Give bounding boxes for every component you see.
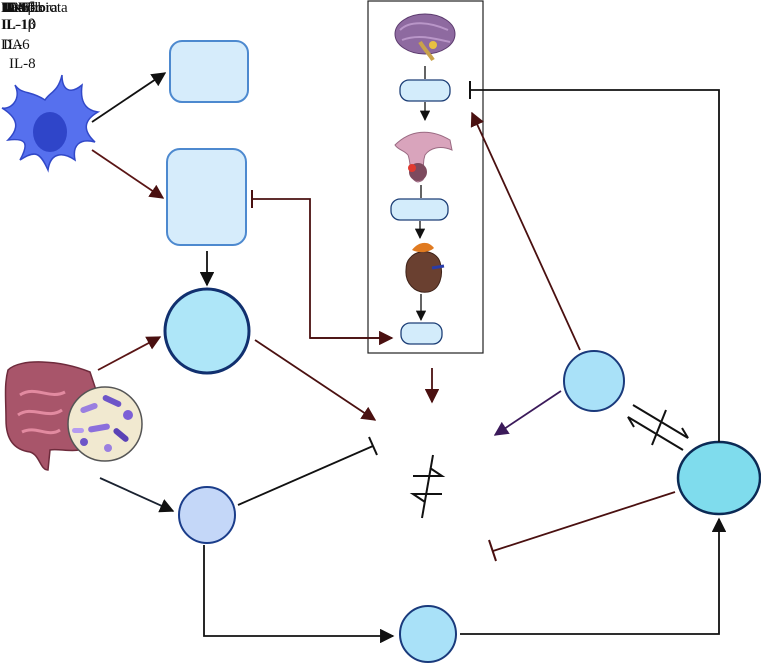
arrow-left-circle-to-bottom-circle [203, 545, 395, 644]
arrow-cell-to-mid-rect [91, 149, 165, 199]
label-il1b-top: IL-1β [1, 0, 36, 16]
adrenal-kidney-icon [405, 242, 445, 293]
node-right-circle [563, 350, 625, 412]
node-mid-rect [166, 148, 247, 246]
inhibit-bar-center-right [488, 539, 497, 562]
arrow-large-circle-to-center [254, 339, 377, 421]
inhibit-ellipse-to-center [492, 491, 676, 552]
label-il1b: IL-1β [1, 17, 36, 33]
inhibit-left-circle-to-center [237, 445, 374, 506]
label-il8: IL-8 [9, 56, 36, 72]
arrow-gut-to-left-circle [99, 477, 175, 513]
inhibit-hpa-to-mid-rect [252, 198, 384, 339]
equilibrium-symbol-right [627, 404, 689, 451]
hpa-node-2 [390, 198, 449, 221]
inhibit-bar-center-left [368, 436, 378, 456]
label-il10-top: IL-10 [1, 0, 36, 16]
node-left-circle [178, 486, 236, 544]
node-bottom-circle [399, 605, 457, 663]
label-il6: IL-6 [3, 37, 30, 53]
node-large-circle [163, 287, 251, 375]
label-lps: LPS [1, 0, 27, 16]
node-far-right-ellipse [676, 440, 761, 516]
pituitary-gland-icon [394, 131, 453, 183]
label-il6-top: IL-6 [3, 0, 30, 16]
arrow-bottom-circle-to-ellipse [460, 517, 727, 635]
label-microbiota: Microbiota [1, 0, 68, 16]
node-top-rect [169, 40, 249, 103]
label-gut-flora: Gut flora [3, 0, 58, 16]
inhibit-ellipse-to-hpa [470, 89, 720, 442]
label-il10: IL-10 [2, 17, 37, 33]
gut-bacteria-icon [67, 386, 143, 462]
label-da-top: DA [4, 0, 26, 16]
label-da: DA [1, 37, 23, 53]
hpa-node-3 [400, 322, 443, 345]
label-il8-top: IL-8 [2, 0, 29, 16]
arrow-gut-to-large-circle [97, 336, 162, 371]
brain-icon [394, 13, 456, 62]
arrow-right-circle-to-hpa [470, 111, 581, 351]
arrow-right-circle-to-center [493, 390, 562, 436]
label-tnfa: TNF-α [2, 0, 44, 16]
immune-cell-icon [1, 74, 101, 173]
arrow-cell-to-top-rect [91, 72, 167, 123]
equilibrium-symbol-center [409, 454, 446, 519]
hpa-axis-box [367, 0, 484, 354]
hpa-node-1 [399, 79, 451, 102]
